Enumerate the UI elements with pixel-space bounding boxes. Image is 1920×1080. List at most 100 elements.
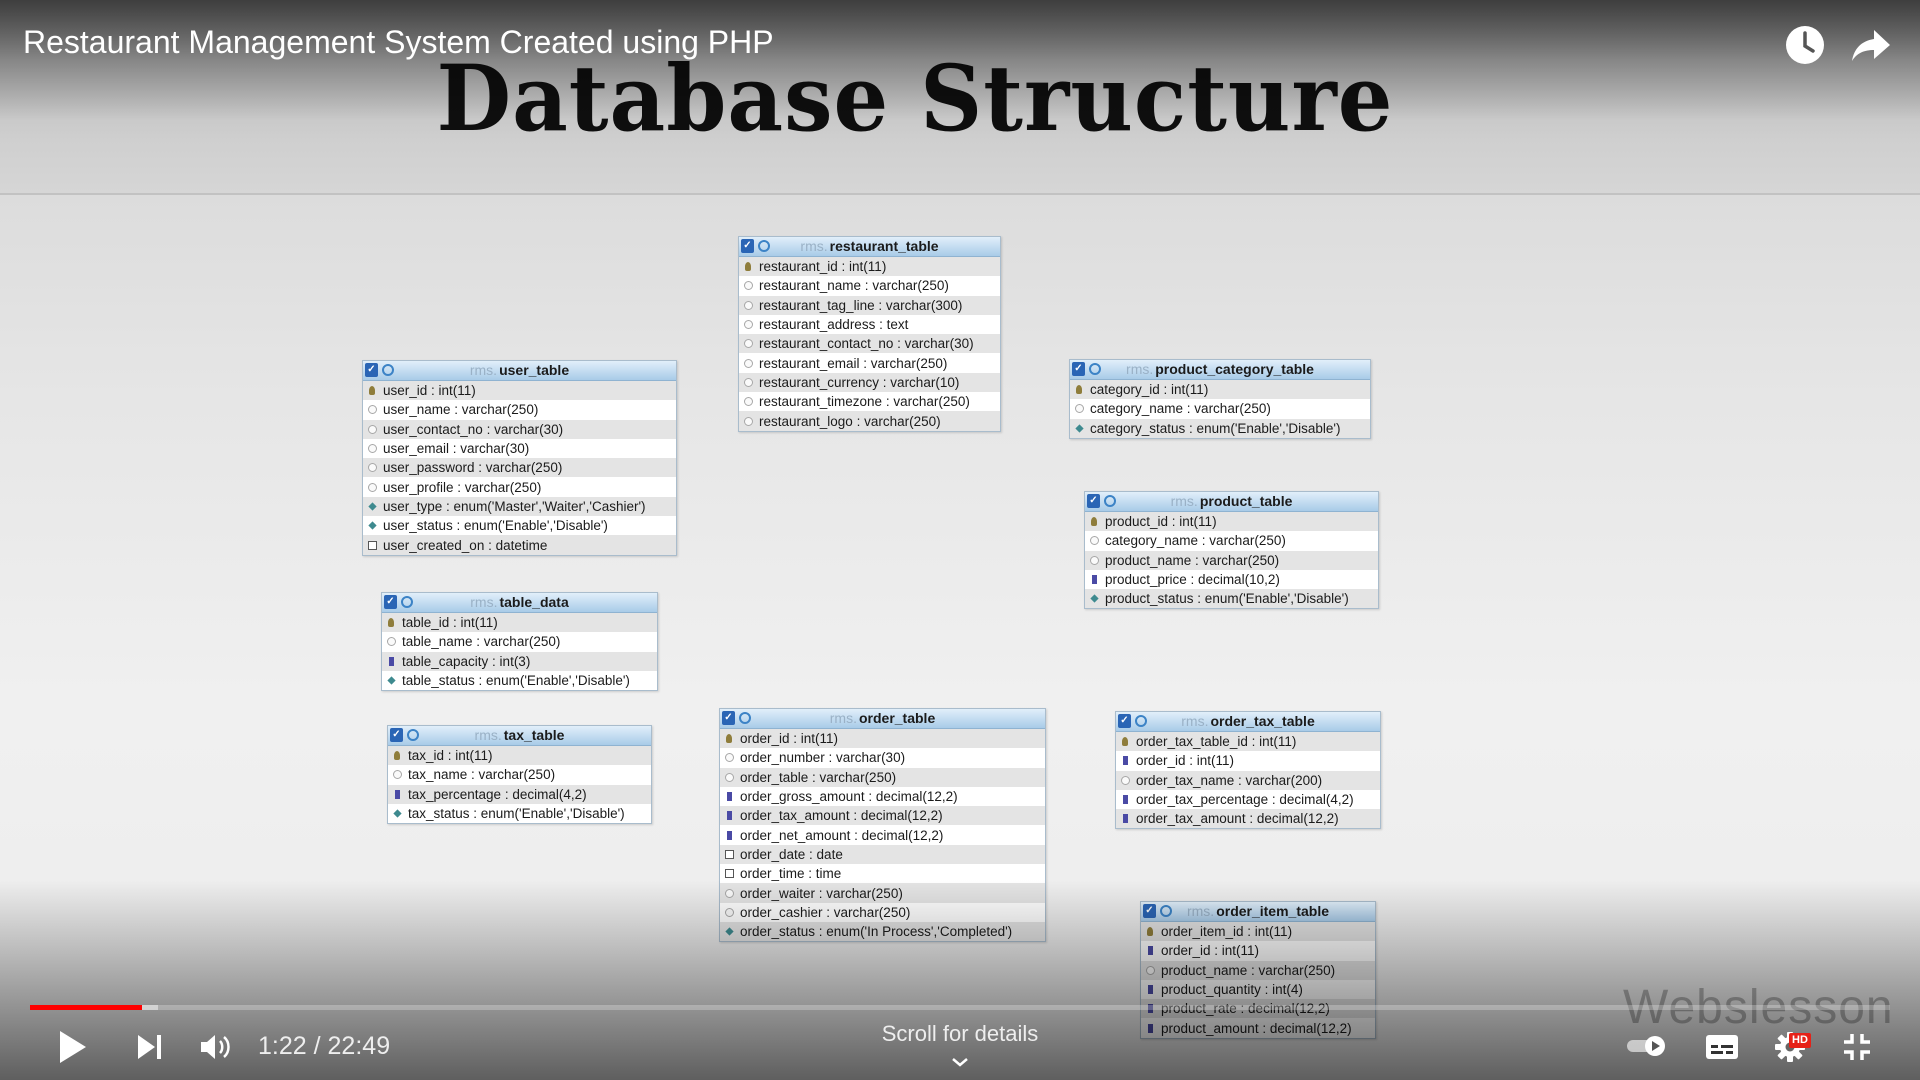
db-field-row: order_tax_percentage : decimal(4,2): [1116, 790, 1380, 809]
chevron-down-icon[interactable]: [950, 1055, 970, 1067]
share-icon[interactable]: [1850, 24, 1892, 66]
progress-bar[interactable]: [30, 1005, 1890, 1010]
num-field-icon: [1148, 946, 1153, 956]
watch-later-icon[interactable]: [1784, 24, 1826, 66]
key-field-icon: [388, 618, 394, 628]
field-field-icon: [725, 907, 734, 917]
db-field-row: order_cashier : varchar(250): [720, 903, 1045, 922]
db-field-row: restaurant_id : int(11): [739, 257, 1000, 277]
db-field-row: category_status : enum('Enable','Disable…: [1070, 418, 1370, 438]
checkbox-icon: ✓: [390, 728, 403, 742]
db-table-schema: rms.: [1186, 903, 1215, 919]
key-field-icon: [1076, 385, 1082, 395]
key-field-icon: [745, 262, 751, 272]
db-field-text: order_waiter : varchar(250): [740, 885, 903, 901]
field-field-icon: [368, 405, 377, 415]
db-field-text: product_quantity : int(4): [1161, 982, 1303, 998]
db-table-fields: product_id : int(11)category_name : varc…: [1085, 512, 1378, 609]
exit-fullscreen-icon[interactable]: [1842, 1032, 1872, 1067]
db-field-text: restaurant_email : varchar(250): [759, 355, 948, 371]
db-table-order-table: ✓rms.order_table order_id : int(11) order_…: [719, 708, 1046, 943]
db-field-text: category_id : int(11): [1090, 382, 1209, 398]
db-field-text: table_name : varchar(250): [402, 634, 561, 650]
field-field-icon: [1075, 404, 1084, 414]
db-table-name: restaurant_table: [829, 238, 939, 254]
gear-icon: [739, 712, 751, 724]
field-field-icon: [744, 416, 753, 426]
gear-icon: [401, 596, 413, 608]
db-field-row: product_amount : decimal(12,2): [1141, 1018, 1375, 1037]
db-field-row: product_id : int(11): [1085, 512, 1378, 532]
video-title[interactable]: Restaurant Management System Created usi…: [23, 24, 774, 60]
db-field-row: order_waiter : varchar(250): [720, 883, 1045, 903]
db-field-text: order_id : int(11): [1161, 943, 1260, 959]
db-field-row: user_type : enum('Master','Waiter','Cash…: [363, 496, 676, 517]
volume-button[interactable]: [199, 1032, 233, 1067]
field-field-icon: [393, 770, 402, 780]
scroll-for-details[interactable]: Scroll for details: [881, 1021, 1039, 1046]
date-field-icon: [725, 849, 734, 859]
db-table-schema: rms.: [1181, 713, 1209, 729]
next-button[interactable]: [136, 1033, 164, 1066]
db-field-text: order_number : varchar(30): [740, 750, 906, 766]
num-field-icon: [727, 830, 732, 840]
key-field-icon: [369, 386, 375, 396]
db-field-row: tax_percentage : decimal(4,2): [388, 784, 651, 804]
enum-field-icon: [387, 676, 396, 685]
db-table-fields: restaurant_id : int(11)restaurant_name :…: [739, 257, 1000, 431]
field-field-icon: [368, 463, 377, 473]
db-field-text: order_id : int(11): [740, 731, 839, 747]
db-field-text: user_contact_no : varchar(30): [383, 421, 564, 437]
db-field-row: restaurant_name : varchar(250): [739, 276, 1000, 295]
db-field-row: order_number : varchar(30): [720, 748, 1045, 767]
gear-icon: [1135, 715, 1147, 727]
db-table-header: ✓rms.order_table: [720, 709, 1045, 729]
key-field-icon: [394, 751, 400, 761]
db-field-text: product_name : varchar(250): [1161, 962, 1336, 978]
db-field-row: order_date : date: [720, 844, 1045, 865]
hd-badge: HD: [1789, 1033, 1811, 1048]
num-field-icon: [727, 811, 732, 821]
db-field-text: restaurant_tag_line : varchar(300): [759, 297, 963, 313]
num-field-icon: [1123, 814, 1128, 824]
date-field-icon: [725, 869, 734, 879]
db-field-row: table_status : enum('Enable','Disable'): [382, 671, 657, 690]
db-table-header: ✓rms.order_tax_table: [1116, 712, 1380, 732]
db-table-schema: rms.: [1170, 493, 1198, 509]
num-field-icon: [1148, 985, 1153, 995]
db-field-row: tax_id : int(11): [388, 746, 651, 766]
checkbox-icon: ✓: [365, 363, 378, 377]
progress-played: [30, 1005, 142, 1010]
db-field-row: order_tax_amount : decimal(12,2): [1116, 809, 1380, 829]
play-button[interactable]: [58, 1030, 88, 1069]
db-table-name: tax_table: [503, 727, 565, 743]
checkbox-icon: ✓: [1087, 494, 1100, 508]
db-table-schema: rms.: [1126, 361, 1154, 377]
autoplay-toggle[interactable]: [1625, 1034, 1669, 1063]
db-table-name: order_table: [858, 710, 936, 726]
db-field-row: restaurant_email : varchar(250): [739, 353, 1000, 372]
field-field-icon: [725, 753, 734, 763]
field-field-icon: [368, 444, 377, 454]
db-field-text: user_profile : varchar(250): [383, 479, 542, 495]
db-field-text: product_amount : decimal(12,2): [1161, 1020, 1352, 1036]
db-field-text: table_id : int(11): [402, 615, 498, 631]
db-table-fields: user_id : int(11)user_name : varchar(250…: [363, 381, 676, 555]
db-field-row: tax_status : enum('Enable','Disable'): [388, 804, 651, 823]
db-field-text: order_tax_percentage : decimal(4,2): [1136, 792, 1354, 808]
enum-field-icon: [368, 502, 377, 511]
subtitles-icon[interactable]: [1705, 1034, 1739, 1065]
db-field-text: order_table : varchar(250): [740, 769, 897, 785]
db-field-text: order_tax_name : varchar(200): [1136, 772, 1323, 788]
db-field-row: user_profile : varchar(250): [363, 477, 676, 496]
key-field-icon: [1122, 737, 1128, 747]
field-field-icon: [744, 358, 753, 368]
db-field-text: table_status : enum('Enable','Disable'): [402, 673, 630, 689]
db-field-text: product_status : enum('Enable','Disable'…: [1105, 591, 1349, 607]
db-field-text: restaurant_address : text: [759, 317, 909, 333]
checkbox-icon: ✓: [384, 595, 397, 609]
